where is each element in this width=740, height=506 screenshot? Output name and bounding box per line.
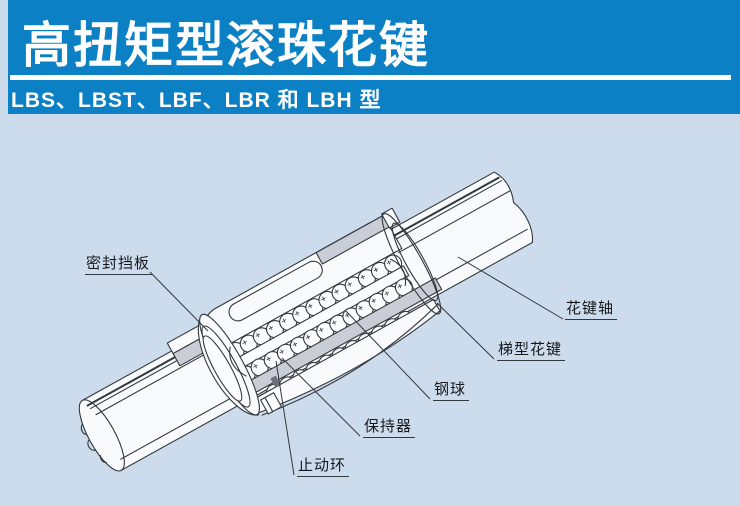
label-spline-shaft: 花键轴: [565, 300, 618, 320]
label-steel-ball: 钢球: [433, 381, 470, 401]
label-trapezoid-spline: 梯型花键: [497, 341, 566, 361]
label-retainer: 保持器: [363, 418, 416, 438]
header-band: 高扭矩型滚珠花键 LBS、LBST、LBF、LBR 和 LBH 型: [8, 0, 740, 114]
label-seal-plate: 密封挡板: [85, 255, 154, 275]
page-title: 高扭矩型滚珠花键: [22, 19, 431, 73]
stop-ring-drawing: [260, 375, 283, 415]
retainer-end-curves: [229, 258, 407, 377]
label-stop-ring: 止动环: [297, 457, 350, 477]
leader-lines: [149, 256, 564, 476]
nut-top-shell: [205, 207, 403, 351]
model-list-subtitle: LBS、LBST、LBF、LBR 和 LBH 型: [11, 89, 382, 112]
header-divider: [10, 75, 731, 80]
isometric-assembly: [78, 171, 534, 472]
seal-plate-drawing: [197, 313, 260, 416]
